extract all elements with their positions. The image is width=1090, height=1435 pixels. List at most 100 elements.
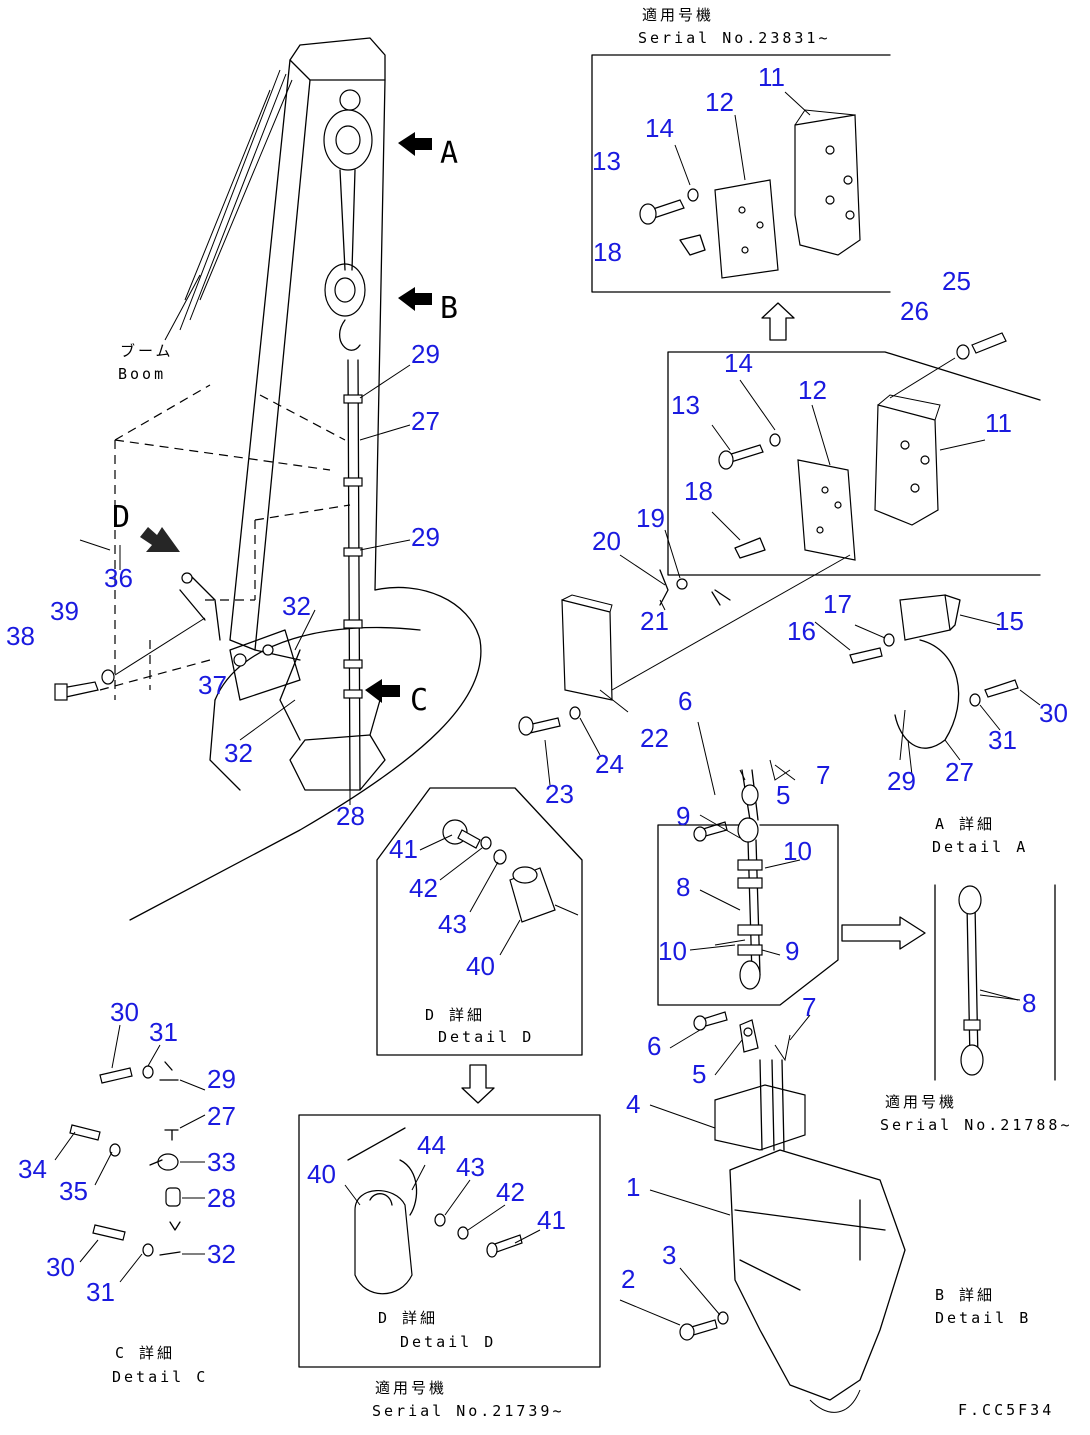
callout-9a: 9 <box>676 801 690 831</box>
callout-31a: 31 <box>988 725 1017 755</box>
callout-13b: 13 <box>671 390 700 420</box>
callout-4: 4 <box>626 1089 640 1119</box>
callout-30c: 30 <box>46 1252 75 1282</box>
callout-27c: 27 <box>207 1101 236 1131</box>
serial-21739-ja: 適用号機 <box>375 1379 447 1397</box>
callout-8a: 8 <box>676 872 690 902</box>
callout-8b: 8 <box>1022 988 1036 1018</box>
callout-29c: 29 <box>411 522 440 552</box>
callout-41a: 41 <box>389 834 418 864</box>
callout-42a: 42 <box>409 873 438 903</box>
callout-43b: 43 <box>456 1152 485 1182</box>
detail-d-upper-ja: D 詳細 <box>425 1006 485 1024</box>
callout-27b: 27 <box>411 406 440 436</box>
callout-numbers: 11 12 14 13 18 25 26 14 12 13 11 18 19 2… <box>6 62 1068 1307</box>
callout-38: 38 <box>6 621 35 651</box>
callout-39: 39 <box>50 596 79 626</box>
callout-7b: 7 <box>802 992 816 1022</box>
callout-16: 16 <box>787 616 816 646</box>
callout-5a: 5 <box>776 780 790 810</box>
detail-a-ja: A 詳細 <box>935 815 995 833</box>
callout-44: 44 <box>417 1130 446 1160</box>
detail-c: C 詳細 Detail C <box>54 1024 208 1386</box>
callout-28a: 28 <box>336 801 365 831</box>
detail-d-upper-en: Detail D <box>438 1028 534 1046</box>
callout-10b: 10 <box>658 936 687 966</box>
callout-5b: 5 <box>692 1059 706 1089</box>
callout-41b: 41 <box>537 1205 566 1235</box>
callout-35: 35 <box>59 1176 88 1206</box>
callout-42b: 42 <box>496 1177 525 1207</box>
callout-31c: 31 <box>86 1277 115 1307</box>
callout-10a: 10 <box>783 836 812 866</box>
top-detail-box: 適用号機 Serial No.23831~ <box>591 6 891 341</box>
callout-29a: 29 <box>887 766 916 796</box>
callout-17: 17 <box>823 589 852 619</box>
arrow-c-label: C <box>410 683 428 718</box>
callout-22: 22 <box>640 723 669 753</box>
detail-d-lower-en: Detail D <box>400 1333 496 1351</box>
callout-6a: 6 <box>678 686 692 716</box>
arrow-b-label: B <box>440 291 458 326</box>
detail-c-ja: C 詳細 <box>115 1344 175 1362</box>
detail-d-upper: D 詳細 Detail D <box>376 787 583 1104</box>
detail-d-right: 適用号機 Serial No.21788~ B 詳細 Detail B F.CC… <box>619 721 1073 1419</box>
callout-43a: 43 <box>438 909 467 939</box>
callout-11b: 11 <box>985 408 1012 438</box>
callout-20: 20 <box>592 526 621 556</box>
callout-31b: 31 <box>149 1017 178 1047</box>
boom-label-en: Boom <box>118 365 166 383</box>
boom-assembly: A B C D ブーム Boom <box>54 37 482 921</box>
callout-34: 34 <box>18 1154 47 1184</box>
detail-d-lower-ja: D 詳細 <box>378 1309 438 1327</box>
callout-30a: 30 <box>1039 698 1068 728</box>
callout-32a: 32 <box>282 591 311 621</box>
callout-19: 19 <box>636 503 665 533</box>
callout-32b: 32 <box>224 738 253 768</box>
callout-36: 36 <box>104 563 133 593</box>
callout-32c: 32 <box>207 1239 236 1269</box>
callout-21: 21 <box>640 606 669 636</box>
callout-27a: 27 <box>945 757 974 787</box>
callout-29b: 29 <box>411 339 440 369</box>
callout-30b: 30 <box>110 997 139 1027</box>
callout-7a: 7 <box>816 760 830 790</box>
top-serial-en: Serial No.23831~ <box>638 29 831 47</box>
detail-a: A 詳細 Detail A <box>518 332 1041 856</box>
callout-37: 37 <box>198 670 227 700</box>
callout-2: 2 <box>621 1264 635 1294</box>
callout-15: 15 <box>995 606 1024 636</box>
detail-d-right-en: Detail B <box>935 1309 1031 1327</box>
detail-d-lower: D 詳細 Detail D 適用号機 Serial No.21739~ <box>298 1114 601 1420</box>
serial-21788-en: Serial No.21788~ <box>880 1116 1073 1134</box>
detail-d-right-ja: B 詳細 <box>935 1286 995 1304</box>
callout-18a: 18 <box>593 237 622 267</box>
callout-14a: 14 <box>645 113 674 143</box>
top-serial-ja: 適用号機 <box>642 6 714 24</box>
boom-label-ja: ブーム <box>120 342 174 360</box>
callout-26: 26 <box>900 296 929 326</box>
arrow-a-label: A <box>440 136 458 171</box>
callout-13a: 13 <box>592 146 621 176</box>
callout-33: 33 <box>207 1147 236 1177</box>
callout-9b: 9 <box>785 936 799 966</box>
callout-29d: 29 <box>207 1064 236 1094</box>
callout-11a: 11 <box>758 62 785 92</box>
callout-6b: 6 <box>647 1031 661 1061</box>
detail-c-en: Detail C <box>112 1368 208 1386</box>
callout-14b: 14 <box>724 348 753 378</box>
callout-40a: 40 <box>466 951 495 981</box>
callout-1: 1 <box>626 1172 640 1202</box>
callout-12a: 12 <box>705 87 734 117</box>
callout-23: 23 <box>545 779 574 809</box>
callout-28b: 28 <box>207 1183 236 1213</box>
callout-24: 24 <box>595 749 624 779</box>
callout-12b: 12 <box>798 375 827 405</box>
callout-40b: 40 <box>307 1159 336 1189</box>
serial-21739-en: Serial No.21739~ <box>372 1402 565 1420</box>
arrow-d-label: D <box>112 500 130 535</box>
detail-a-en: Detail A <box>932 838 1028 856</box>
callout-18b: 18 <box>684 476 713 506</box>
callout-3: 3 <box>662 1240 676 1270</box>
